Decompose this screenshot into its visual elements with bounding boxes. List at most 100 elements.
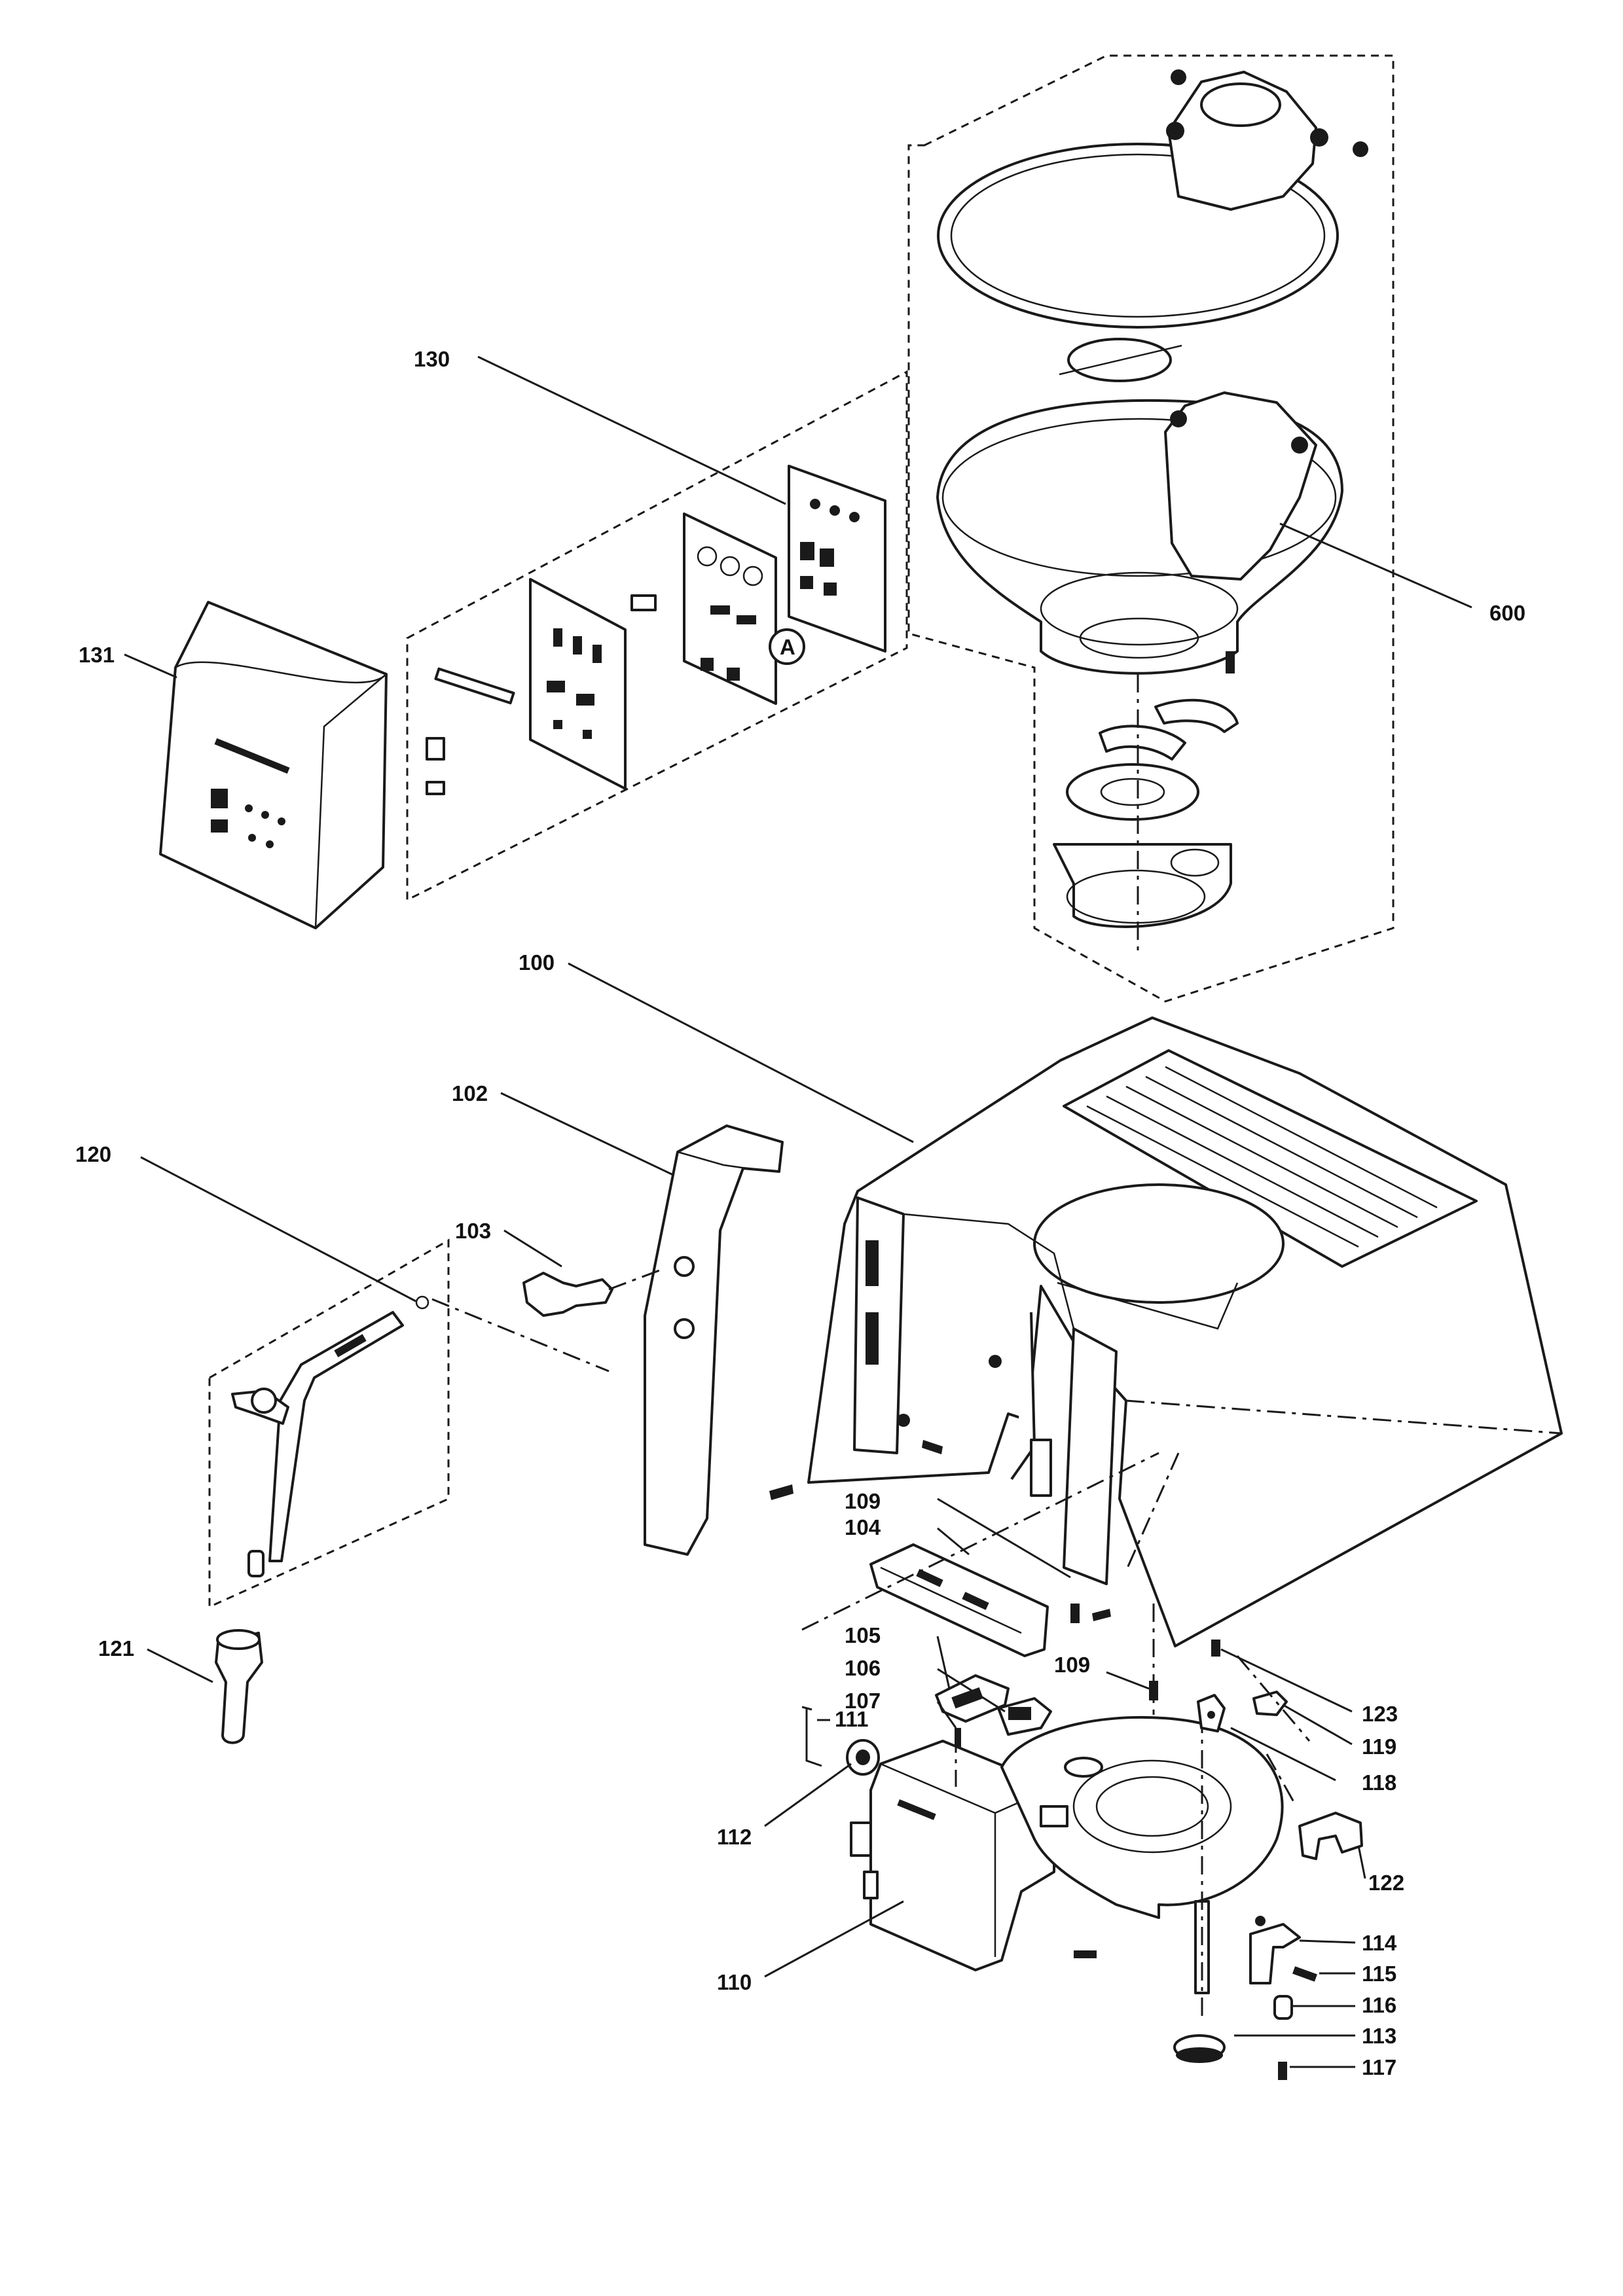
callout-labels: 130 131 600 100 102 103 120 121 109 104 … bbox=[75, 347, 1525, 2079]
leader-103 bbox=[503, 1229, 562, 1268]
part-106 bbox=[997, 1697, 1052, 1736]
hopper-bowl-handle bbox=[1164, 391, 1317, 581]
connector-icon bbox=[630, 594, 657, 611]
part-112 bbox=[846, 1739, 880, 1776]
wand-tip bbox=[247, 1550, 264, 1577]
label-118: 118 bbox=[1362, 1770, 1396, 1795]
label-105: 105 bbox=[845, 1623, 881, 1647]
leader-102 bbox=[500, 1092, 674, 1176]
screw-icon bbox=[1070, 1604, 1080, 1623]
label-600: 600 bbox=[1489, 601, 1525, 625]
grinder-base-110 bbox=[850, 1715, 1284, 2016]
label-104: 104 bbox=[845, 1515, 881, 1539]
switch-icon bbox=[426, 737, 445, 761]
leader-118 bbox=[1230, 1727, 1336, 1782]
leader-119 bbox=[1283, 1704, 1353, 1746]
label-102: 102 bbox=[452, 1081, 488, 1105]
main-housing-100 bbox=[769, 1016, 1563, 1647]
steam-wand-dashed-frame bbox=[208, 1238, 450, 1609]
part-119 bbox=[1252, 1691, 1288, 1716]
label-113: 113 bbox=[1362, 2024, 1396, 2048]
label-112: 112 bbox=[717, 1825, 752, 1849]
leader-112 bbox=[764, 1763, 852, 1827]
label-131: 131 bbox=[79, 643, 115, 667]
plate-tab bbox=[1040, 1805, 1068, 1827]
label-A-circle bbox=[769, 628, 805, 665]
label-109b: 109 bbox=[1054, 1653, 1090, 1677]
bracket-104 bbox=[869, 1543, 1049, 1657]
leader-123 bbox=[1220, 1648, 1353, 1713]
screw-icon bbox=[989, 1355, 1002, 1368]
part-117 bbox=[1278, 2062, 1287, 2080]
part-116 bbox=[1273, 1995, 1293, 2020]
motor-connector bbox=[850, 1821, 872, 1857]
leader-131 bbox=[124, 653, 177, 679]
leader-130 bbox=[477, 355, 786, 505]
label-114: 114 bbox=[1362, 1931, 1397, 1955]
label-109a: 109 bbox=[845, 1489, 881, 1513]
vent-slots bbox=[1086, 1066, 1438, 1248]
part-114 bbox=[1249, 1916, 1301, 1984]
label-100: 100 bbox=[519, 950, 555, 975]
o-ring-icon bbox=[415, 1295, 429, 1310]
hopper-assembly-600 bbox=[907, 54, 1395, 1003]
board-group-dashed-frame bbox=[406, 370, 908, 902]
screw-icon bbox=[1092, 1609, 1111, 1621]
hopper-adjust-ring bbox=[1066, 763, 1199, 821]
part-118 bbox=[1197, 1694, 1226, 1732]
leader-120 bbox=[140, 1156, 416, 1302]
hopper-base-ring bbox=[1053, 843, 1232, 928]
label-117: 117 bbox=[1362, 2055, 1396, 2079]
label-115: 115 bbox=[1362, 1962, 1396, 1986]
front-panel-cover-131 bbox=[159, 601, 388, 929]
leader-122 bbox=[1357, 1845, 1366, 1879]
leader-110 bbox=[764, 1900, 904, 1978]
label-130: 130 bbox=[414, 347, 450, 371]
leader-109a bbox=[937, 1498, 1071, 1579]
leader-lines bbox=[124, 355, 1472, 2068]
housing-slot bbox=[1030, 1439, 1052, 1497]
knob-103 bbox=[522, 1268, 662, 1317]
label-110: 110 bbox=[717, 1970, 752, 1994]
connector-strip bbox=[434, 667, 515, 705]
screw-icon bbox=[897, 1414, 910, 1427]
pin-icon bbox=[1226, 651, 1235, 673]
label-111: 111 bbox=[835, 1707, 868, 1731]
power-board bbox=[529, 578, 627, 790]
label-121: 121 bbox=[98, 1636, 134, 1660]
screw-icon bbox=[1211, 1640, 1220, 1657]
side-trim-102 bbox=[644, 1124, 784, 1556]
hopper-clip-left bbox=[1099, 725, 1186, 761]
label-120: 120 bbox=[75, 1142, 111, 1166]
label-116: 116 bbox=[1362, 1993, 1396, 2017]
steam-wand-tube bbox=[268, 1311, 404, 1562]
label-A: A bbox=[780, 635, 795, 659]
control-board-group-130: A bbox=[406, 370, 908, 902]
leader-109b bbox=[1106, 1671, 1150, 1690]
leader-104 bbox=[937, 1527, 970, 1556]
part-123 bbox=[1211, 1640, 1220, 1657]
label-103: 103 bbox=[455, 1219, 491, 1243]
screw-icon bbox=[1171, 69, 1186, 85]
housing-hopper-opening bbox=[1033, 1183, 1285, 1304]
part-122 bbox=[1298, 1812, 1363, 1860]
label-107: 107 bbox=[845, 1689, 881, 1713]
label-122: 122 bbox=[1368, 1871, 1404, 1895]
screw-icon bbox=[769, 1484, 793, 1500]
label-119: 119 bbox=[1362, 1734, 1396, 1759]
hopper-group-dashed-frame bbox=[907, 54, 1395, 1003]
leader-100 bbox=[568, 962, 914, 1143]
switch-icon bbox=[426, 781, 445, 795]
part-113 bbox=[1173, 2034, 1226, 2063]
part-111 bbox=[801, 1706, 822, 1767]
leader-600 bbox=[1279, 522, 1472, 609]
steam-nozzle-121 bbox=[215, 1629, 263, 1744]
steam-wand-group-120 bbox=[208, 1238, 610, 1609]
screw-icon bbox=[1353, 141, 1368, 157]
screw-icon bbox=[922, 1440, 943, 1454]
part-115 bbox=[1292, 1966, 1317, 1982]
label-106: 106 bbox=[845, 1656, 881, 1680]
display-board bbox=[788, 465, 886, 653]
leader-114 bbox=[1299, 1939, 1356, 1944]
